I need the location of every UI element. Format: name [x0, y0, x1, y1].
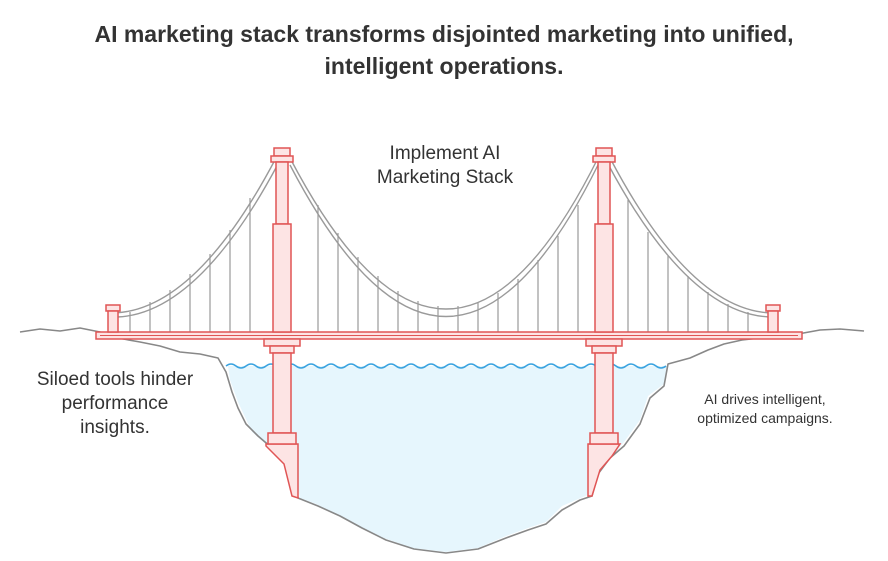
main-cables [113, 157, 772, 318]
left-tower [263, 147, 301, 445]
left-side-line-1: Siloed tools hinder [36, 369, 194, 390]
title-line-2: intelligent operations. [324, 53, 564, 79]
diagram-title: AI marketing stack transforms disjointed… [0, 18, 888, 82]
water-body [228, 366, 668, 552]
valley-outline [19, 327, 865, 554]
left-side-line-2: performance [61, 393, 169, 414]
title-line-1: AI marketing stack transforms disjointed… [94, 21, 794, 47]
right-side-line-1: AI drives intelligent, [704, 391, 826, 407]
left-end-pylon [105, 304, 121, 333]
bridge-label: Implement AI Marketing Stack [330, 142, 560, 190]
left-side-label: Siloed tools hinder performance insights… [10, 368, 220, 440]
suspender-cables [129, 198, 749, 332]
water-surface [225, 363, 667, 369]
right-end-pylon [765, 304, 781, 333]
bridge-label-line-2: Marketing Stack [376, 167, 514, 188]
right-tower [585, 147, 623, 445]
right-side-label: AI drives intelligent, optimized campaig… [665, 390, 865, 428]
right-foundation [587, 443, 622, 497]
bridge-deck [95, 331, 803, 340]
bridge-label-line-1: Implement AI [389, 143, 501, 164]
left-side-line-3: insights. [80, 417, 150, 438]
right-side-line-2: optimized campaigns. [697, 410, 833, 426]
left-foundation [265, 443, 299, 500]
